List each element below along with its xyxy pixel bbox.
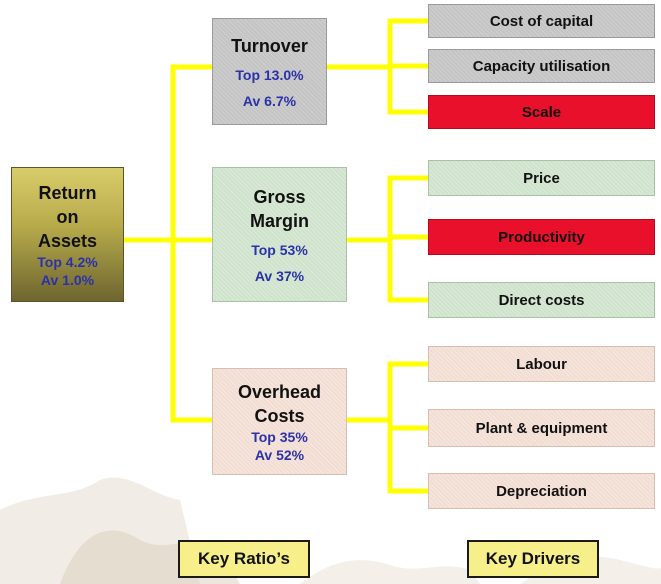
driver-label: Scale: [521, 103, 562, 121]
gross-margin-av-stat: Av 37%: [254, 267, 305, 284]
legend-key-drivers: Key Drivers: [467, 540, 599, 578]
root-av-stat: Av 1.0%: [40, 271, 95, 288]
driver-cost-of-capital: Cost of capital: [428, 4, 655, 38]
driver-label: Cost of capital: [489, 12, 594, 30]
driver-label: Direct costs: [498, 291, 585, 309]
overhead-title-line-2: Costs: [254, 405, 305, 426]
driver-scale: Scale: [428, 95, 655, 129]
driver-label: Plant & equipment: [475, 419, 608, 437]
legend-key-ratios-label: Key Ratio’s: [198, 549, 290, 568]
root-title-line-1: Return: [38, 182, 97, 203]
ratio-box-overhead-costs: Overhead Costs Top 35% Av 52%: [212, 368, 347, 475]
driver-productivity: Productivity: [428, 219, 655, 255]
driver-label: Capacity utilisation: [472, 57, 611, 75]
gross-margin-top-stat: Top 53%: [251, 241, 308, 258]
ratio-box-gross-margin: Gross Margin Top 53% Av 37%: [212, 167, 347, 302]
gross-margin-title-line-2: Margin: [249, 210, 309, 231]
root-title-line-2: on: [56, 206, 79, 227]
overhead-top-stat: Top 35%: [251, 428, 308, 445]
gross-margin-title-line-1: Gross: [253, 186, 306, 207]
driver-direct-costs: Direct costs: [428, 282, 655, 318]
driver-labour: Labour: [428, 346, 655, 382]
overhead-av-stat: Av 52%: [254, 446, 305, 463]
driver-label: Depreciation: [496, 482, 587, 500]
driver-price: Price: [428, 160, 655, 196]
ratio-box-turnover: Turnover Top 13.0% Av 6.7%: [212, 18, 327, 125]
turnover-top-stat: Top 13.0%: [235, 66, 304, 83]
driver-label: Productivity: [498, 228, 585, 246]
driver-label: Labour: [516, 355, 567, 373]
driver-plant-and-equipment: Plant & equipment: [428, 409, 655, 447]
legend-key-ratios: Key Ratio’s: [178, 540, 310, 578]
root-box-return-on-assets: Return on Assets Top 4.2% Av 1.0%: [11, 167, 124, 302]
turnover-title: Turnover: [231, 35, 308, 56]
root-top-stat: Top 4.2%: [37, 253, 98, 270]
turnover-av-stat: Av 6.7%: [242, 92, 297, 109]
legend-key-drivers-label: Key Drivers: [485, 549, 581, 568]
driver-capacity-utilisation: Capacity utilisation: [428, 49, 655, 83]
driver-depreciation: Depreciation: [428, 473, 655, 509]
overhead-title-line-1: Overhead: [237, 381, 322, 402]
root-title-line-3: Assets: [37, 230, 98, 251]
driver-label: Price: [523, 169, 560, 187]
